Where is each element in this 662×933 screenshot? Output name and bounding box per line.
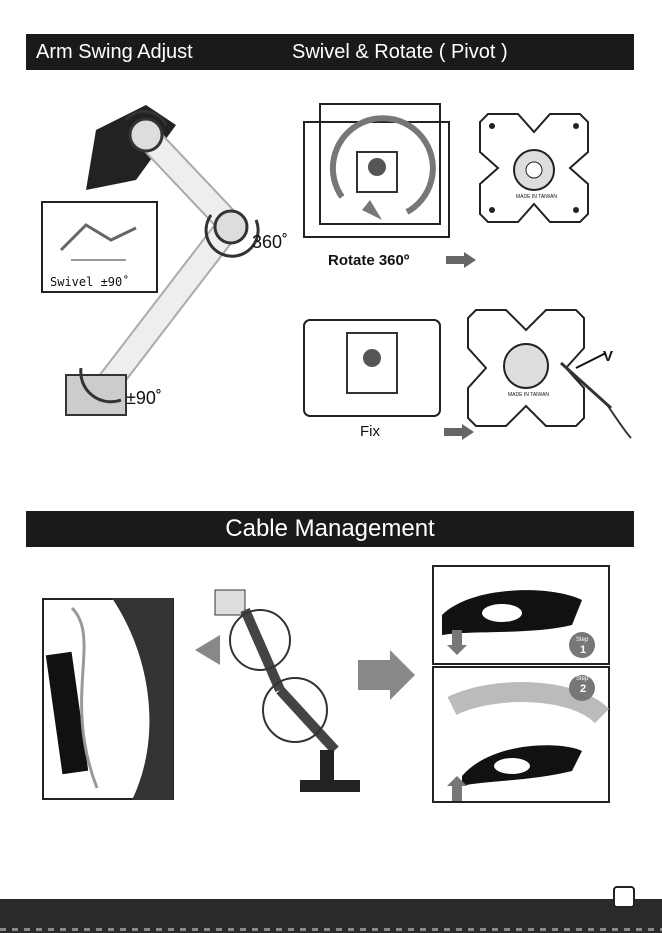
fix-illustration bbox=[302, 318, 442, 418]
swivel-label: Swivel ±90˚ bbox=[50, 275, 129, 289]
cable-management-title: Cable Management bbox=[225, 515, 434, 543]
plate-text-top: MADE IN TAIWAN bbox=[516, 194, 557, 200]
rotation-label: 360˚ bbox=[252, 232, 288, 253]
arrow-icon bbox=[446, 252, 476, 268]
section-header-arm-swing: Arm Swing Adjust Swivel & Rotate ( Pivot… bbox=[26, 34, 634, 70]
vesa-plate-illustration bbox=[478, 112, 590, 224]
fix-label: Fix bbox=[360, 423, 380, 440]
page-number-box bbox=[613, 886, 635, 908]
screw-label: V bbox=[603, 348, 613, 365]
cable-closeup-illustration bbox=[42, 598, 174, 800]
step2-number: 2 bbox=[580, 683, 586, 695]
footer-dots bbox=[0, 928, 662, 931]
arm-swing-title: Arm Swing Adjust bbox=[36, 41, 193, 64]
tilt-label: ±90˚ bbox=[126, 388, 162, 409]
step1-number: 1 bbox=[580, 644, 586, 656]
swivel-rotate-title: Swivel & Rotate ( Pivot ) bbox=[292, 41, 508, 64]
plate-text-bottom: MADE IN TAIWAN bbox=[508, 392, 549, 398]
section-header-cable: Cable Management bbox=[26, 511, 634, 547]
step2-word: Step bbox=[576, 676, 588, 682]
page-footer bbox=[0, 899, 662, 933]
vesa-plate-fix-illustration bbox=[466, 308, 646, 448]
rotate-label: Rotate 360º bbox=[328, 252, 409, 269]
step1-word: Step bbox=[576, 637, 588, 643]
arm-cable-illustration bbox=[190, 580, 420, 805]
rotate-illustration bbox=[302, 102, 452, 247]
